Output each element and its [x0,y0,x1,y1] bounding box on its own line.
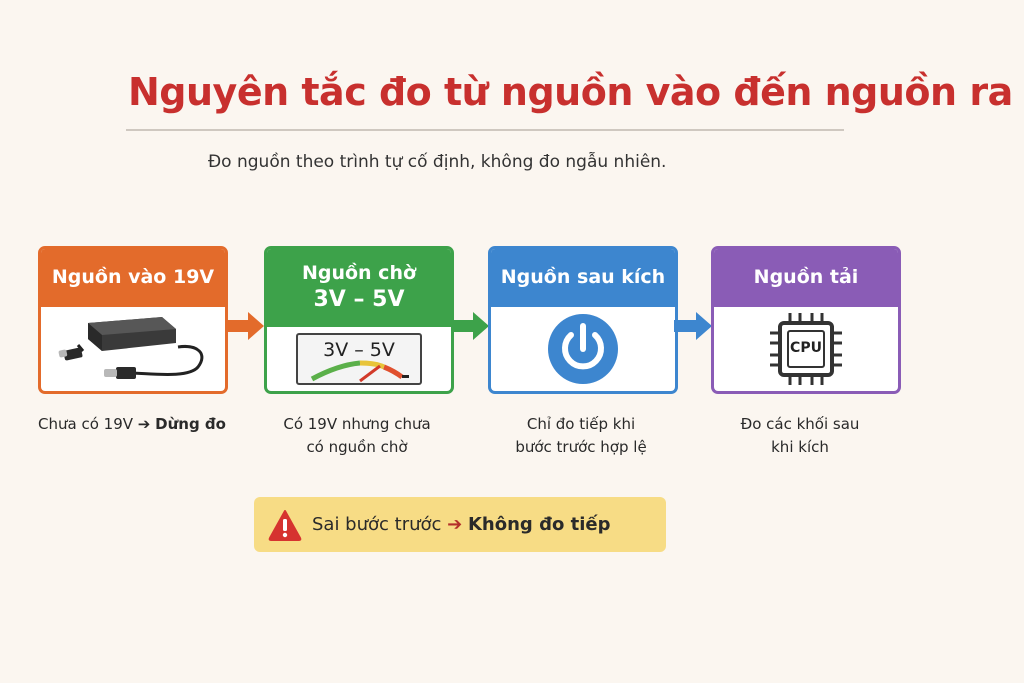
page-title: Nguyên tắc đo từ nguồn vào đến nguồn ra [128,70,1013,114]
cpu-label: CPU [790,340,822,356]
step-heading: Nguồn sau kích [491,249,675,307]
warning-banner: Sai bước trước ➔ Không đo tiếp [254,497,666,552]
arrow-right-icon [451,312,489,340]
step-caption-bold: Dừng đo [155,415,226,433]
step-heading-line1: Nguồn chờ [301,262,417,285]
voltmeter-icon: 3V – 5V [296,333,422,385]
meter-reading: 3V – 5V [323,339,395,361]
warning-text: Sai bước trước [312,514,442,535]
arrow-right-icon [226,312,264,340]
cpu-chip-icon: CPU [766,309,846,389]
page-subtitle: Đo nguồn theo trình tự cố định, không đo… [208,152,667,172]
step-caption: Đo các khối sau khi kích [740,415,860,457]
step-caption: Có 19V nhưng chưa có nguồn chờ [283,415,431,457]
step-card-load: Nguồn tải CPU [711,246,901,394]
step-card-after-trigger: Nguồn sau kích [488,246,678,394]
step-heading: Nguồn chờ 3V – 5V [267,249,451,327]
arrow-right-icon [674,312,712,340]
step-heading: Nguồn vào 19V [41,249,225,307]
step-card-standby-3v-5v: Nguồn chờ 3V – 5V 3V – 5V [264,246,454,394]
step-card-input-19v: Nguồn vào 19V [38,246,228,394]
title-divider [126,129,844,131]
arrow-right-icon: ➔ [137,415,151,433]
power-adapter-icon [58,317,204,379]
power-button-icon [548,314,618,384]
step-caption: Chỉ đo tiếp khi bước trước hợp lệ [515,415,647,457]
arrow-right-icon: ➔ [447,514,463,535]
warning-triangle-icon [268,509,302,541]
step-heading-line2: 3V – 5V [313,287,405,313]
step-heading: Nguồn tải [714,249,898,307]
warning-bold-text: Không đo tiếp [467,514,611,535]
step-caption: Chưa có 19V ➔ Dừng đo [38,415,226,433]
